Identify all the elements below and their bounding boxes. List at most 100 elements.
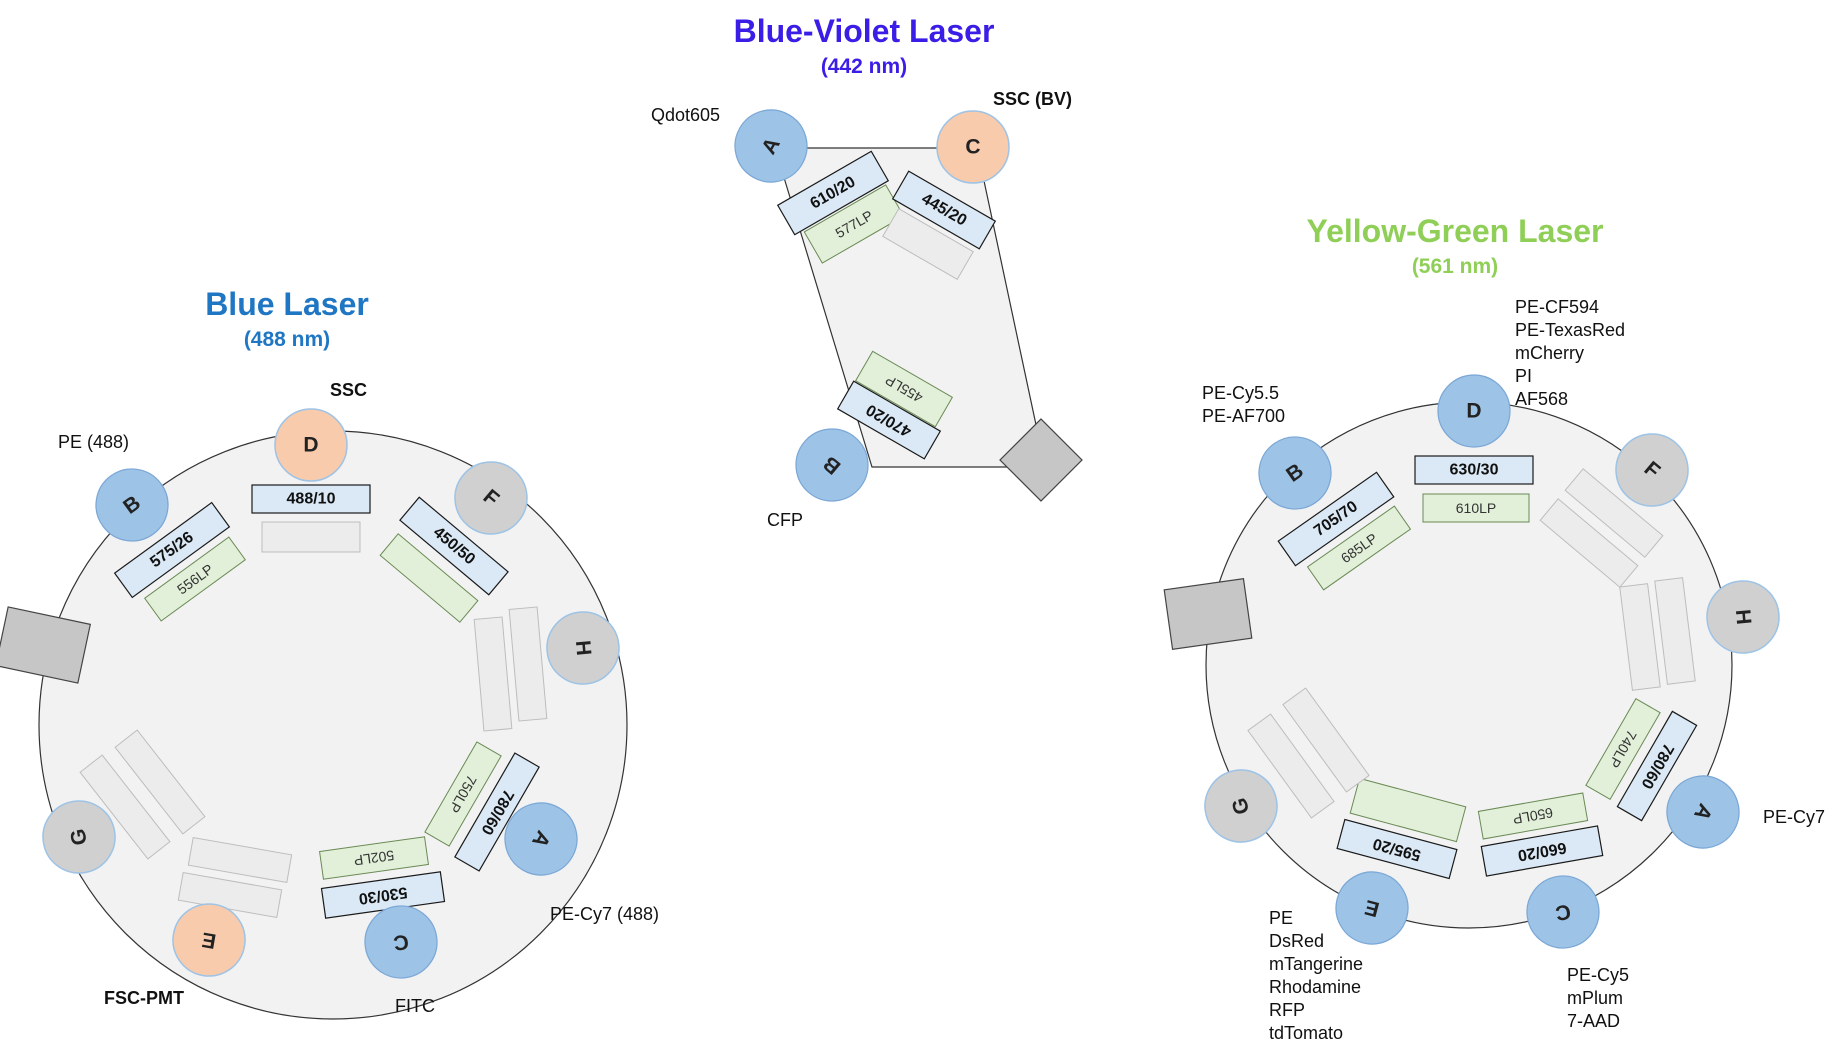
blue-laser-title: Blue Laser bbox=[205, 286, 369, 322]
yg-label-b: PE-Cy5.5 PE-AF700 bbox=[1202, 383, 1285, 426]
yg-filter-d-bp: 630/30 bbox=[1414, 455, 1534, 485]
blue-empty-slot-e-1 bbox=[187, 836, 293, 884]
violet-label-ssc-bv: SSC (BV) bbox=[993, 89, 1072, 109]
yg-label-e-3: Rhodamine bbox=[1269, 977, 1361, 997]
blue-detector-f: F bbox=[454, 461, 528, 535]
blue-empty-slot-h-2 bbox=[508, 606, 548, 722]
blue-detector-a: A bbox=[504, 802, 578, 876]
yg-detector-f: F bbox=[1615, 433, 1689, 507]
violet-label-cfp: CFP bbox=[767, 510, 803, 530]
blue-detector-c-letter: C bbox=[392, 930, 410, 955]
yg-detector-d: D bbox=[1437, 374, 1511, 448]
yg-label-c-2: 7-AAD bbox=[1567, 1011, 1620, 1031]
violet-filter-a-lp: 577LP bbox=[803, 184, 905, 264]
blue-detector-e: E bbox=[172, 903, 246, 977]
blue-filter-f-lp bbox=[379, 533, 479, 623]
yg-detector-h: H bbox=[1706, 580, 1780, 654]
yg-laser-wavelength: (561 nm) bbox=[1412, 255, 1498, 278]
blue-label-fitc: FITC bbox=[395, 996, 435, 1016]
blue-empty-slot-d bbox=[261, 521, 361, 553]
yg-label-d-1: PE-TexasRed bbox=[1515, 320, 1625, 340]
yg-label-d-0: PE-CF594 bbox=[1515, 297, 1599, 317]
violet-laser-title: Blue-Violet Laser bbox=[734, 13, 995, 49]
blue-filter-d-bp: 488/10 bbox=[251, 484, 371, 514]
blue-label-pe-cy7-488: PE-Cy7 (488) bbox=[550, 904, 659, 924]
yg-label-c-1: mPlum bbox=[1567, 988, 1623, 1008]
yg-label-d-2: mCherry bbox=[1515, 343, 1584, 363]
yg-label-e-0: PE bbox=[1269, 908, 1293, 928]
yg-detector-h-letter: H bbox=[1731, 608, 1755, 625]
blue-empty-slot-g-1 bbox=[79, 754, 171, 860]
yg-detector-c: C bbox=[1526, 875, 1600, 949]
yg-filter-c-lp: 650LP bbox=[1477, 792, 1589, 840]
blue-detector-b: B bbox=[95, 468, 169, 542]
blue-empty-slot-g-2 bbox=[114, 729, 206, 835]
yg-detector-c-letter: C bbox=[1554, 899, 1573, 924]
yg-label-e-5: tdTomato bbox=[1269, 1023, 1343, 1043]
blue-label-fsc-pmt: FSC-PMT bbox=[104, 988, 184, 1008]
violet-laser-wavelength: (442 nm) bbox=[821, 55, 907, 78]
yg-label-d-4: AF568 bbox=[1515, 389, 1568, 409]
yg-detector-a: A bbox=[1666, 775, 1740, 849]
blue-label-ssc: SSC bbox=[330, 380, 367, 400]
yg-empty-slot-g-1 bbox=[1247, 713, 1335, 819]
yg-label-c-0: PE-Cy5 bbox=[1567, 965, 1629, 985]
yg-label-e-2: mTangerine bbox=[1269, 954, 1363, 974]
violet-empty-slot-c bbox=[882, 207, 974, 281]
yg-laser-beam-stop bbox=[1163, 578, 1253, 650]
yg-empty-slot-g-2 bbox=[1282, 687, 1370, 793]
blue-detector-g-letter: G bbox=[66, 827, 91, 847]
violet-laser-beam-stop bbox=[999, 418, 1083, 502]
yg-label-d: PE-CF594 PE-TexasRed mCherry PI AF568 bbox=[1515, 297, 1625, 409]
blue-detector-d: D bbox=[274, 408, 348, 482]
yg-label-b-0: PE-Cy5.5 bbox=[1202, 383, 1279, 403]
yg-filter-d-lp: 610LP bbox=[1422, 493, 1530, 523]
yg-filter-d-bp-label: 630/30 bbox=[1450, 462, 1499, 479]
yg-label-e-4: RFP bbox=[1269, 1000, 1305, 1020]
yg-empty-slot-f-1 bbox=[1564, 468, 1664, 558]
violet-label-qdot605: Qdot605 bbox=[651, 105, 720, 125]
yg-filter-c-bp: 660/20 bbox=[1480, 825, 1604, 877]
blue-filter-c-bp-label: 530/30 bbox=[357, 883, 408, 907]
blue-detector-h-letter: H bbox=[571, 639, 595, 656]
violet-filter-b-lp: 455LP bbox=[854, 350, 954, 428]
yg-filter-c-lp-label: 650LP bbox=[1512, 805, 1555, 828]
yg-detector-e-letter: E bbox=[1362, 895, 1381, 921]
blue-detector-d-letter: D bbox=[303, 434, 318, 457]
yg-label-d-3: PI bbox=[1515, 366, 1532, 386]
blue-detector-c: C bbox=[364, 905, 438, 979]
yg-detector-d-letter: D bbox=[1466, 400, 1481, 423]
violet-detector-c-letter: C bbox=[965, 136, 980, 159]
yg-label-c: PE-Cy5 mPlum 7-AAD bbox=[1567, 965, 1629, 1031]
blue-detector-e-letter: E bbox=[200, 927, 218, 952]
blue-label-pe-488: PE (488) bbox=[58, 432, 129, 452]
yg-detector-e: E bbox=[1335, 871, 1409, 945]
yg-detector-g-letter: G bbox=[1228, 795, 1254, 817]
violet-detector-a: A bbox=[734, 109, 808, 183]
blue-filter-c-lp: 502LP bbox=[319, 836, 429, 880]
yg-empty-slot-h-2 bbox=[1654, 577, 1696, 685]
yg-filter-e-lp bbox=[1349, 777, 1467, 843]
yg-label-a-0: PE-Cy7 bbox=[1763, 807, 1825, 827]
blue-laser-wavelength: (488 nm) bbox=[244, 328, 330, 351]
violet-detector-c: C bbox=[936, 110, 1010, 184]
yg-label-b-1: PE-AF700 bbox=[1202, 406, 1285, 426]
violet-laser-group: Blue-Violet Laser (442 nm) 610/20 577LP … bbox=[651, 13, 1083, 530]
blue-laser-group: Blue Laser (488 nm) 488/10 575/26 556LP … bbox=[0, 286, 659, 1020]
violet-detector-b: B bbox=[795, 428, 869, 502]
yg-label-e-1: DsRed bbox=[1269, 931, 1324, 951]
yg-detector-b: B bbox=[1258, 436, 1332, 510]
yg-laser-title: Yellow-Green Laser bbox=[1306, 213, 1603, 249]
yg-label-e: PE DsRed mTangerine Rhodamine RFP tdToma… bbox=[1269, 908, 1363, 1043]
yg-filter-d-lp-label: 610LP bbox=[1456, 500, 1496, 516]
blue-filter-d-bp-label: 488/10 bbox=[287, 491, 336, 508]
blue-laser-beam-stop bbox=[0, 606, 92, 684]
yg-empty-slot-f-2 bbox=[1539, 498, 1639, 588]
blue-detector-g: G bbox=[42, 800, 116, 874]
blue-empty-slot-h-1 bbox=[473, 616, 513, 732]
blue-filter-c-lp-label: 502LP bbox=[353, 847, 395, 868]
blue-detector-h: H bbox=[546, 611, 620, 685]
yg-empty-slot-h-1 bbox=[1619, 583, 1661, 691]
yg-filter-e-bp: 595/20 bbox=[1336, 818, 1458, 880]
